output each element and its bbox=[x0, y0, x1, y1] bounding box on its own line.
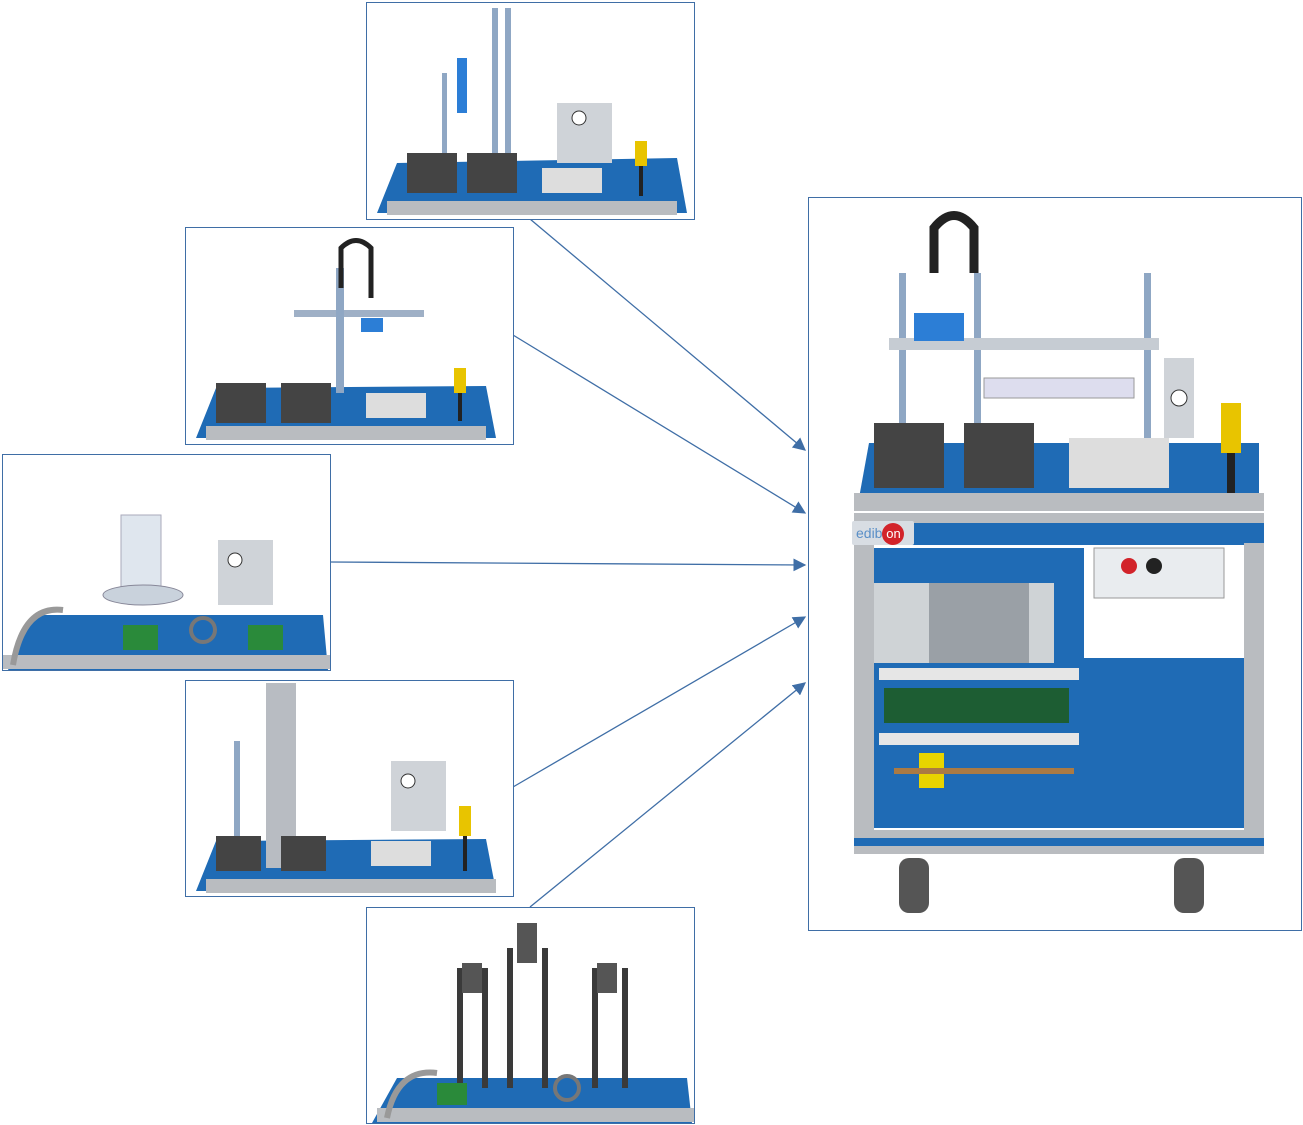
module-5-image bbox=[366, 907, 695, 1124]
arrow-module-2 bbox=[512, 334, 807, 514]
arrow-module-5 bbox=[529, 682, 807, 908]
logo-accent: on bbox=[882, 523, 905, 545]
module-4-image bbox=[185, 680, 514, 897]
main-trolley-image bbox=[808, 197, 1302, 931]
module-3-image bbox=[2, 454, 331, 671]
logo-text: edib bbox=[856, 525, 883, 541]
arrow-module-4 bbox=[512, 616, 807, 788]
module-2-image bbox=[185, 227, 514, 445]
module-1-image bbox=[366, 2, 695, 220]
arrow-module-1 bbox=[529, 218, 806, 451]
arrow-module-3 bbox=[329, 558, 807, 572]
